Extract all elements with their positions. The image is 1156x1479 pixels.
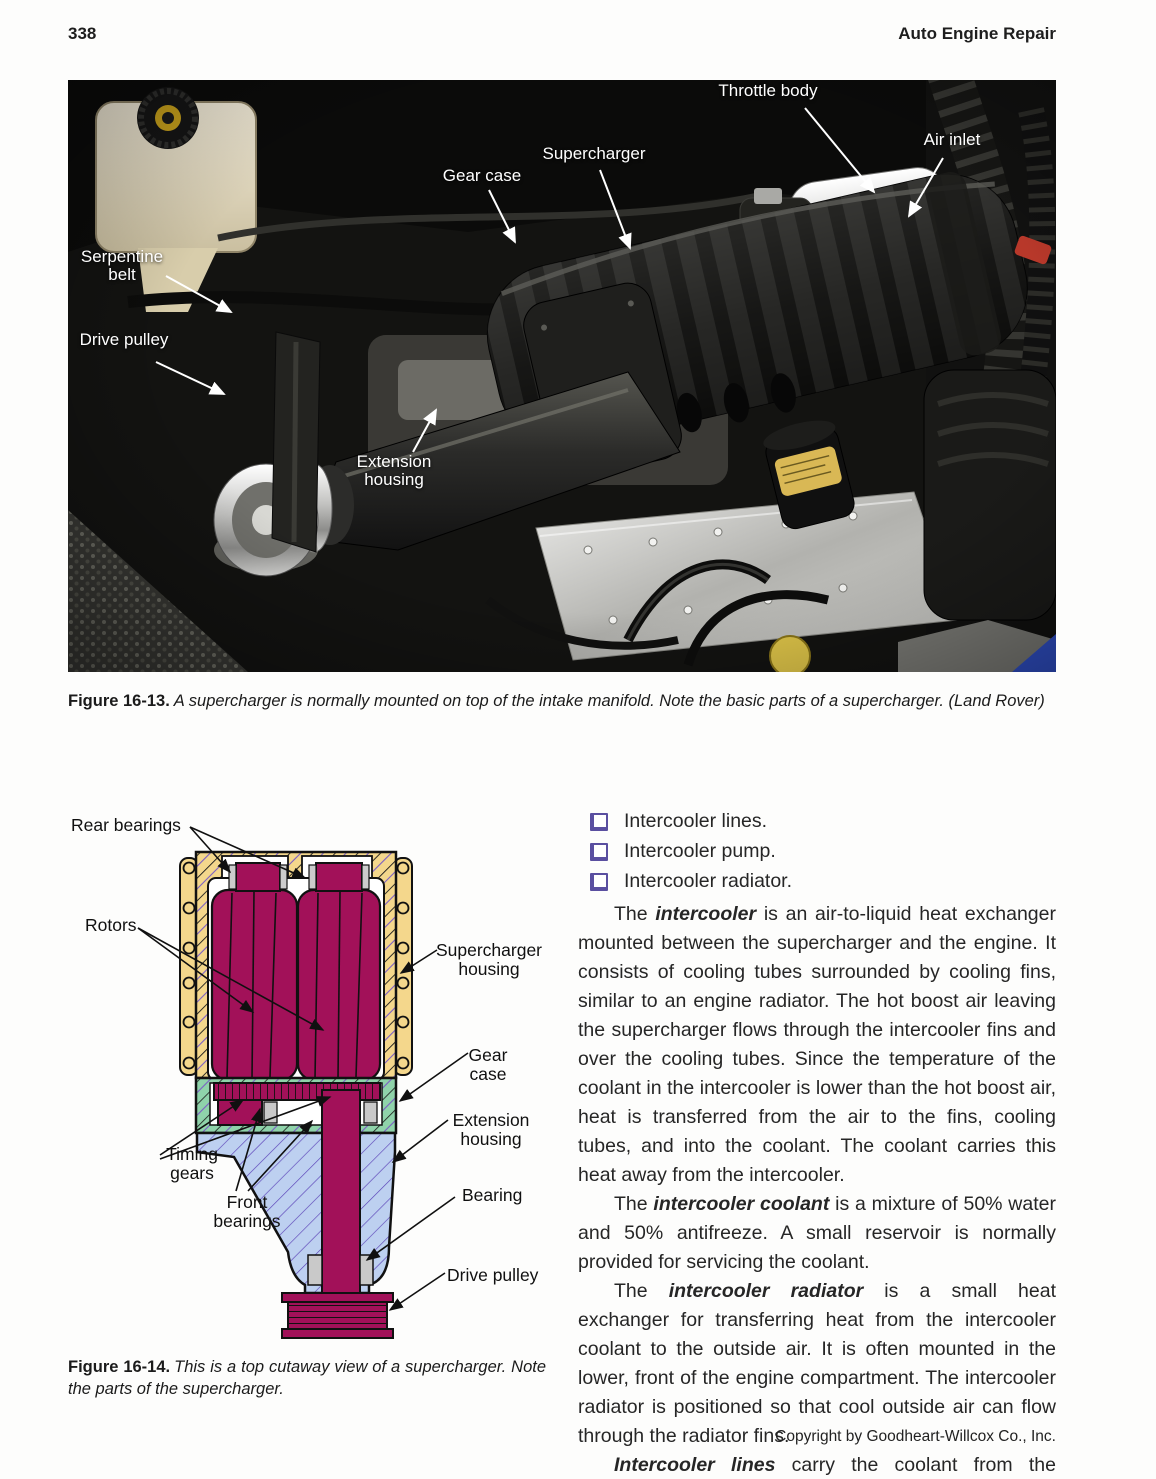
bullet-list: Intercooler lines. Intercooler pump. Int…: [578, 806, 1056, 896]
rotors-shape: [210, 888, 382, 1082]
caption-text: A supercharger is normally mounted on to…: [173, 692, 1045, 710]
diagram-label-rear-bearings: Rear bearings: [71, 815, 181, 835]
supercharger-cutaway-diagram: Rear bearings Rotors Supercharger housin…: [64, 807, 556, 1355]
photo-callout-arrows: [155, 107, 944, 453]
bearing-shape-right: [359, 1254, 374, 1286]
bullet-text: Intercooler radiator.: [624, 870, 793, 892]
diagram-label-bearing: Bearing: [462, 1185, 523, 1205]
diagram-label-supercharger-housing: Supercharger housing: [435, 940, 543, 979]
bullet-text: Intercooler lines.: [624, 810, 768, 832]
list-item: Intercooler radiator.: [578, 866, 1056, 896]
vignette: [68, 80, 1056, 672]
paragraph: The intercooler is an air-to-liquid heat…: [578, 903, 1056, 1186]
running-title: Auto Engine Repair: [898, 24, 1056, 43]
photo-label-supercharger: Supercharger: [542, 144, 646, 163]
text-column: Intercooler lines. Intercooler pump. Int…: [578, 806, 1056, 1479]
caption-text: This is a top cutaway view of a supercha…: [68, 1358, 546, 1398]
bullet-square-icon: [590, 813, 608, 831]
diagram-label-extension-housing: Extension housing: [452, 1110, 530, 1149]
diagram-label-timing-gears: Timing gears: [166, 1144, 218, 1183]
cutaway-art: [137, 826, 469, 1339]
list-item: Intercooler pump.: [578, 836, 1056, 866]
rear-bearing-stubs: [228, 862, 370, 892]
photo-label-serpentine-belt: Serpentine belt: [80, 247, 164, 284]
drive-pulley-shape: [281, 1292, 394, 1339]
engine-bay-photo: Throttle body Air inlet Supercharger Gea…: [68, 80, 1056, 672]
page-footer: Copyright by Goodheart-Willcox Co., Inc.: [68, 1428, 1056, 1446]
caption-label: Figure 16-13.: [68, 692, 170, 710]
diagram-label-front-bearings: Front bearings: [213, 1192, 281, 1231]
caption-label: Figure 16-14.: [68, 1358, 171, 1376]
diagram-callout-arrows: [137, 826, 469, 1311]
bullet-text: Intercooler pump.: [624, 840, 776, 862]
photo-label-throttle-body: Throttle body: [718, 81, 818, 100]
paragraph: Intercooler lines carry the coolant from…: [614, 1454, 1056, 1476]
bullet-square-icon: [590, 873, 608, 891]
paragraph: The intercooler radiator is a small heat…: [578, 1280, 1056, 1447]
figure-16-14-caption: Figure 16-14.This is a top cutaway view …: [68, 1356, 546, 1400]
page-header: 338 Auto Engine Repair: [68, 24, 1056, 44]
photo-label-drive-pulley: Drive pulley: [79, 330, 169, 349]
paragraphs: The intercooler is an air-to-liquid heat…: [578, 900, 1056, 1479]
housing-flanges: [179, 857, 413, 1076]
diagram-label-rotors: Rotors: [85, 915, 137, 935]
list-item: Intercooler lines.: [578, 806, 1056, 836]
paragraph: The intercooler coolant is a mixture of …: [578, 1193, 1056, 1273]
bullet-square-icon: [590, 843, 608, 861]
figure-16-13-caption: Figure 16-13.A supercharger is normally …: [68, 690, 1060, 712]
diagram-label-drive-pulley: Drive pulley: [447, 1265, 539, 1285]
photo-label-air-inlet: Air inlet: [923, 130, 981, 149]
diagram-label-gear-case: Gear case: [468, 1045, 508, 1084]
engine-photo-art: [68, 80, 1056, 672]
bearing-shape: [307, 1254, 323, 1286]
input-shaft: [321, 1089, 361, 1294]
photo-label-extension-housing: Extension housing: [356, 452, 432, 489]
copyright-text: Copyright by Goodheart-Willcox Co., Inc.: [775, 1428, 1056, 1445]
page-number: 338: [68, 24, 97, 43]
photo-label-gear-case: Gear case: [442, 166, 522, 185]
